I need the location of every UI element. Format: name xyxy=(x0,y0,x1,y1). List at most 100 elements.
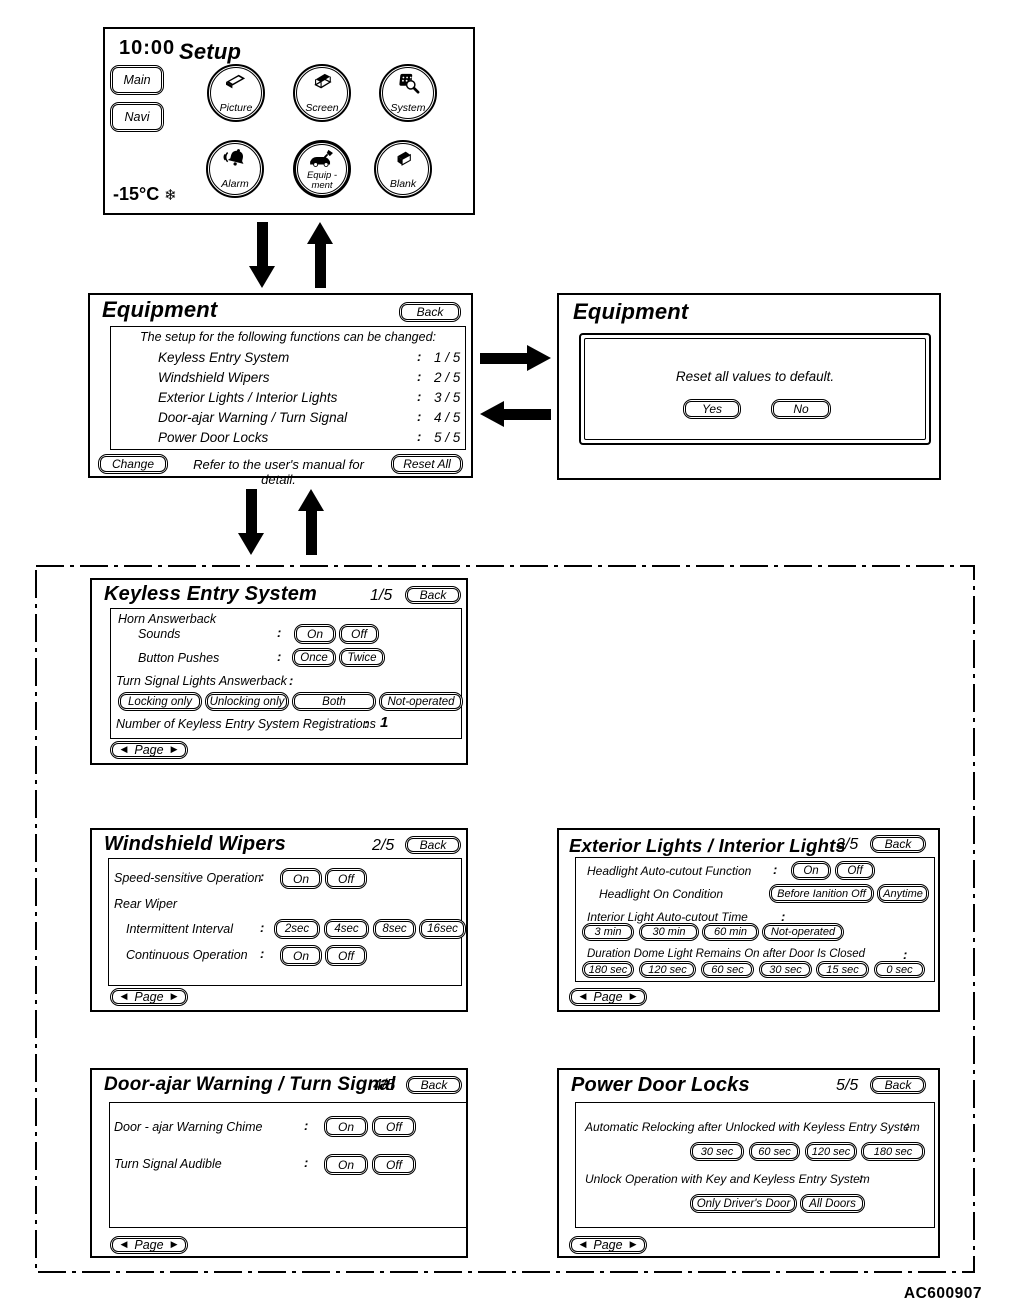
no-button[interactable]: No xyxy=(771,399,831,419)
alarm-button-label: Alarm xyxy=(221,178,249,190)
page-nav-button[interactable]: ◀ Page ▶ xyxy=(110,741,188,759)
audible-on-button[interactable]: On xyxy=(324,1154,368,1175)
speed-on-button[interactable]: On xyxy=(280,868,322,889)
headlight-cutout-off-button[interactable]: Off xyxy=(835,861,875,880)
before-ignition-off-button[interactable]: Before Ianition Off xyxy=(769,884,874,903)
colon: : xyxy=(277,625,282,640)
both-button[interactable]: Both xyxy=(292,692,376,711)
page-next-icon: ▶ xyxy=(629,992,637,1002)
relock-180sec-button[interactable]: 180 sec xyxy=(861,1142,925,1161)
locking-only-button[interactable]: Locking only xyxy=(118,692,202,711)
main-button[interactable]: Main xyxy=(110,65,164,95)
speed-off-button[interactable]: Off xyxy=(325,868,367,889)
relock-30sec-button[interactable]: 30 sec xyxy=(690,1142,744,1161)
colon: : xyxy=(417,409,422,424)
dome-180sec-button[interactable]: 180 sec xyxy=(582,961,634,978)
page-indicator: 5/5 xyxy=(836,1077,859,1094)
only-drivers-door-button[interactable]: Only Driver's Door xyxy=(690,1194,797,1213)
back-button[interactable]: Back xyxy=(405,586,461,604)
back-button[interactable]: Back xyxy=(870,1076,926,1094)
colon: : xyxy=(260,920,265,935)
exterior-content-box xyxy=(575,857,935,982)
door-ajar-screen: Door-ajar Warning / Turn Signal 4/5 Back… xyxy=(90,1068,468,1258)
colon: : xyxy=(781,909,786,924)
page-prev-icon: ◀ xyxy=(579,992,587,1002)
change-button[interactable]: Change xyxy=(98,454,168,474)
menu-item-label: Door-ajar Warning / Turn Signal xyxy=(158,410,348,425)
setup-screen: 10:00 Setup Main Navi Picture Screen xyxy=(103,27,475,215)
all-doors-button[interactable]: All Doors xyxy=(800,1194,865,1213)
screen-button[interactable]: Screen xyxy=(293,64,351,122)
keyless-title: Keyless Entry System xyxy=(104,583,318,605)
blank-button-label: Blank xyxy=(389,178,417,190)
registrations-label: Number of Keyless Entry System Registrat… xyxy=(116,717,376,731)
door-ajar-content-box xyxy=(109,1102,467,1228)
not-operated-button[interactable]: Not-operated xyxy=(379,692,463,711)
interval-8sec-button[interactable]: 8sec xyxy=(373,919,416,939)
menu-item-value: 2 / 5 xyxy=(434,370,461,385)
relock-120sec-button[interactable]: 120 sec xyxy=(805,1142,857,1161)
alarm-button[interactable]: Alarm xyxy=(206,140,264,198)
dome-15sec-button[interactable]: 15 sec xyxy=(816,961,869,978)
equipment-reset-screen: Equipment Reset all values to default. Y… xyxy=(557,293,941,480)
sounds-on-button[interactable]: On xyxy=(294,624,336,644)
chime-off-button[interactable]: Off xyxy=(372,1116,416,1137)
cutout-not-operated-button[interactable]: Not-operated xyxy=(762,923,844,941)
dome-30sec-button[interactable]: 30 sec xyxy=(759,961,812,978)
back-button[interactable]: Back xyxy=(399,302,461,322)
page-nav-button[interactable]: ◀ Page ▶ xyxy=(110,1236,188,1254)
windshield-title: Windshield Wipers xyxy=(104,833,286,855)
page-nav-label: Page xyxy=(134,990,164,1004)
interval-16sec-button[interactable]: 16sec xyxy=(419,919,466,939)
continuous-off-button[interactable]: Off xyxy=(325,945,367,966)
equipment-button[interactable]: Equip - ment xyxy=(293,140,351,198)
interval-4sec-button[interactable]: 4sec xyxy=(324,919,369,939)
sounds-off-button[interactable]: Off xyxy=(339,624,379,644)
blank-button[interactable]: Blank xyxy=(374,140,432,198)
flow-arrow-right xyxy=(480,345,551,371)
dome-0sec-button[interactable]: 0 sec xyxy=(874,961,925,978)
sounds-label: Sounds xyxy=(138,627,181,641)
power-locks-content-box xyxy=(575,1102,935,1228)
page-nav-button[interactable]: ◀ Page ▶ xyxy=(569,1236,647,1254)
anytime-button[interactable]: Anytime xyxy=(877,884,929,903)
figure-code: AC600907 xyxy=(903,1285,982,1302)
clock: 10:00 xyxy=(119,37,176,59)
menu-item-label: Keyless Entry System xyxy=(158,350,290,365)
page-nav-button[interactable]: ◀ Page ▶ xyxy=(110,988,188,1006)
picture-button[interactable]: Picture xyxy=(207,64,265,122)
dome-60sec-button[interactable]: 60 sec xyxy=(701,961,754,978)
cutout-60min-button[interactable]: 60 min xyxy=(702,923,759,941)
pushes-twice-button[interactable]: Twice xyxy=(339,648,385,667)
page-nav-label: Page xyxy=(593,1238,623,1252)
speed-sensitive-label: Speed-sensitive Operation xyxy=(114,871,262,885)
page-prev-icon: ◀ xyxy=(120,1240,128,1250)
interval-2sec-button[interactable]: 2sec xyxy=(274,919,320,939)
relock-60sec-button[interactable]: 60 sec xyxy=(749,1142,800,1161)
setup-title: Setup xyxy=(179,39,242,64)
yes-button[interactable]: Yes xyxy=(683,399,741,419)
dome-120sec-button[interactable]: 120 sec xyxy=(639,961,696,978)
back-button[interactable]: Back xyxy=(405,836,461,854)
navi-button[interactable]: Navi xyxy=(110,102,164,132)
flow-arrow-up-1 xyxy=(307,222,333,288)
page-nav-label: Page xyxy=(134,1238,164,1252)
continuous-on-button[interactable]: On xyxy=(280,945,322,966)
headlight-cutout-on-button[interactable]: On xyxy=(791,861,831,880)
page-nav-label: Page xyxy=(134,743,164,757)
back-button[interactable]: Back xyxy=(870,835,926,853)
pushes-once-button[interactable]: Once xyxy=(292,648,336,667)
back-button[interactable]: Back xyxy=(406,1076,462,1094)
cutout-30min-button[interactable]: 30 min xyxy=(639,923,699,941)
system-button[interactable]: System xyxy=(379,64,437,122)
reset-all-button[interactable]: Reset All xyxy=(391,454,463,474)
chime-on-button[interactable]: On xyxy=(324,1116,368,1137)
page-nav-button[interactable]: ◀ Page ▶ xyxy=(569,988,647,1006)
menu-item-value: 1 / 5 xyxy=(434,350,461,365)
temperature-readout: -15°C ❄ xyxy=(113,184,177,205)
cutout-3min-button[interactable]: 3 min xyxy=(582,923,634,941)
auto-relock-label: Automatic Relocking after Unlocked with … xyxy=(585,1120,920,1134)
unlocking-only-button[interactable]: Unlocking only xyxy=(205,692,289,711)
audible-off-button[interactable]: Off xyxy=(372,1154,416,1175)
